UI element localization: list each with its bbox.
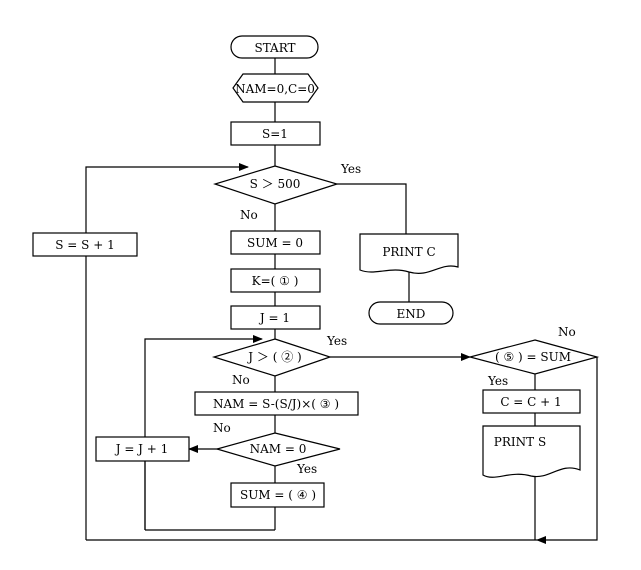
svg-text:S=1: S=1	[262, 127, 288, 141]
svg-text:S = S + 1: S = S + 1	[55, 238, 114, 252]
label-s-yes: Yes	[340, 162, 361, 176]
svg-text:PRINT C: PRINT C	[382, 245, 435, 259]
svg-text:NAM = S-(S/J)×( ③ ): NAM = S-(S/J)×( ③ )	[213, 397, 339, 411]
decision-sum-check: ( ⑤ ) = SUM	[467, 339, 600, 375]
svg-text:J = J + 1: J = J + 1	[114, 442, 169, 456]
svg-text:NAM = 0: NAM = 0	[250, 442, 307, 456]
svg-text:SUM = 0: SUM = 0	[247, 236, 303, 250]
node-j-inc: J = J + 1	[95, 436, 190, 462]
node-k-assign: K=( ① )	[230, 268, 321, 293]
label-j-yes: Yes	[326, 334, 347, 348]
svg-text:K=( ① ): K=( ① )	[252, 274, 299, 288]
node-j-init: J = 1	[230, 305, 321, 330]
label-j-no: No	[232, 373, 250, 387]
node-print-s: PRINT S	[482, 425, 581, 478]
decision-s-gt-500: S ＞ 500	[213, 165, 340, 205]
node-init: NAM=0,C=0	[232, 73, 319, 103]
connectors	[85, 58, 598, 544]
node-start: START	[230, 35, 319, 59]
label-sum-no: No	[558, 325, 576, 339]
svg-text:PRINT S: PRINT S	[494, 435, 546, 449]
node-sum-assign: SUM = ( ④ )	[230, 482, 325, 508]
svg-text:J = 1: J = 1	[258, 311, 290, 325]
svg-text:NAM=0,C=0: NAM=0,C=0	[235, 82, 315, 96]
label-nam-no: No	[213, 421, 231, 435]
node-s-init: S=1	[230, 121, 321, 146]
decision-nam-zero: NAM = 0	[214, 432, 341, 467]
node-s-inc: S = S + 1	[32, 232, 138, 257]
node-c-inc: C = C + 1	[482, 389, 581, 414]
label-s-no: No	[240, 208, 258, 222]
node-print-c: PRINT C	[359, 233, 459, 274]
svg-text:( ⑤ ) = SUM: ( ⑤ ) = SUM	[495, 350, 571, 364]
node-sum-init: SUM = 0	[230, 230, 321, 255]
label-nam-yes: Yes	[296, 462, 317, 476]
svg-text:START: START	[254, 41, 295, 55]
label-sum-yes: Yes	[487, 374, 508, 388]
decision-j-gt: J ＞ ( ② )	[211, 338, 332, 377]
svg-text:C = C + 1: C = C + 1	[500, 395, 561, 409]
svg-text:SUM = ( ④ ): SUM = ( ④ )	[240, 488, 316, 502]
svg-text:J ＞ ( ② ): J ＞ ( ② )	[246, 350, 301, 364]
node-nam-assign: NAM = S-(S/J)×( ③ )	[194, 391, 359, 416]
svg-text:END: END	[397, 307, 426, 321]
svg-text:S ＞ 500: S ＞ 500	[250, 177, 301, 191]
node-end: END	[368, 301, 454, 325]
